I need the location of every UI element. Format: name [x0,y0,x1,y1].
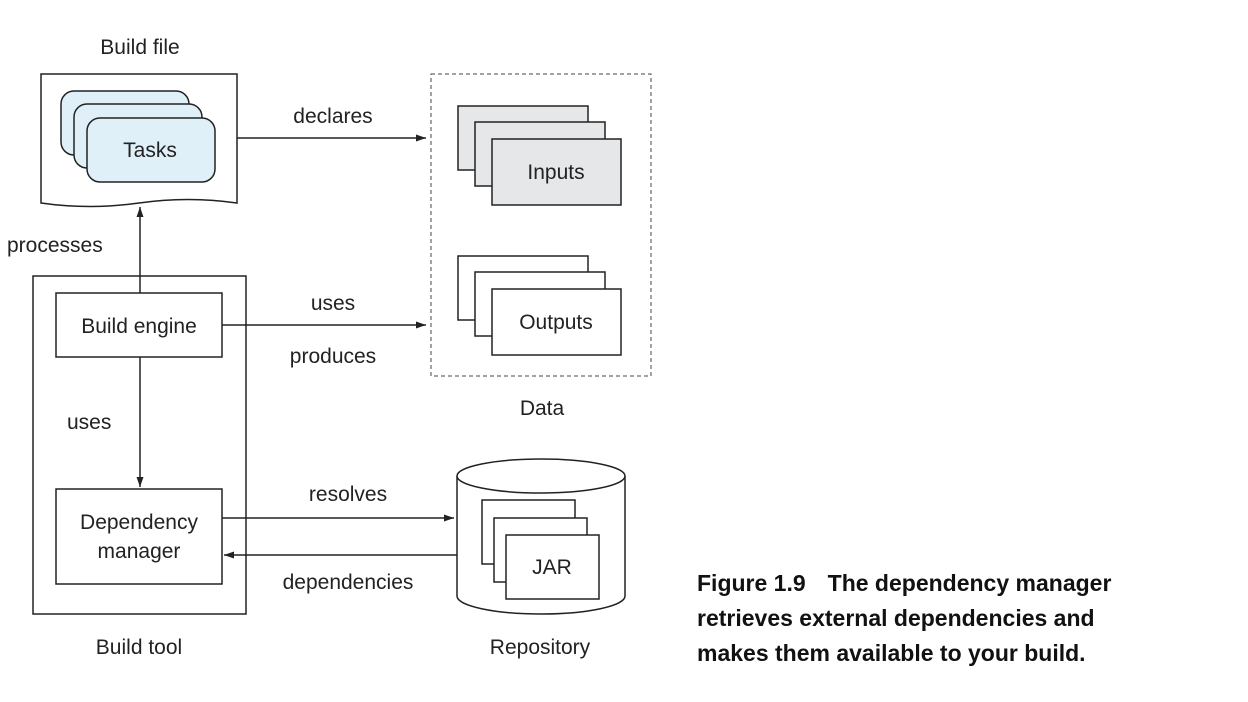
jar-label: JAR [532,556,572,579]
task-card-front [86,117,216,183]
figure-caption: Figure 1.9 The dependency manager retriev… [697,566,1197,671]
dependency-manager-label-line2: manager [98,540,181,563]
produces-label: produces [290,345,376,368]
tasks-label: Tasks [123,139,177,162]
caption-line-3: makes them available to your build. [697,640,1086,666]
output-card-front [491,288,622,356]
dependency-manager-box [55,488,223,585]
uses-data-label: uses [311,292,355,315]
build-tool-box [32,275,247,615]
data-container [430,73,652,377]
figure-number: Figure 1.9 [697,570,806,596]
build-engine-label: Build engine [81,315,197,338]
data-group: Inputs Outputs Data [430,73,652,420]
outputs-label: Outputs [519,311,593,334]
dependency-manager-label-line1: Dependency [80,511,198,534]
build-tool-label: Build tool [96,636,182,659]
processes-label: processes [7,234,103,257]
data-label: Data [520,397,565,420]
repository: JAR Repository [456,458,626,659]
caption-line-1: Figure 1.9 The dependency manager [697,566,1197,601]
caption-line-2: retrieves external dependencies and [697,605,1095,631]
inputs-label: Inputs [527,161,584,184]
build-file: Build file Tasks [40,36,238,208]
caption-text-1: The dependency manager [827,570,1112,596]
build-file-label: Build file [100,36,179,59]
repository-cylinder-top [456,458,626,494]
build-engine-box [55,292,223,358]
build-tool: Build engine uses Dependency manager Bui… [32,275,247,659]
repository-label: Repository [490,636,591,659]
dependencies-label: dependencies [283,571,414,594]
input-card-front [491,138,622,206]
uses-dependency-label: uses [67,411,111,434]
jar-card-front [505,534,600,600]
declares-label: declares [293,105,372,128]
resolves-label: resolves [309,483,387,506]
